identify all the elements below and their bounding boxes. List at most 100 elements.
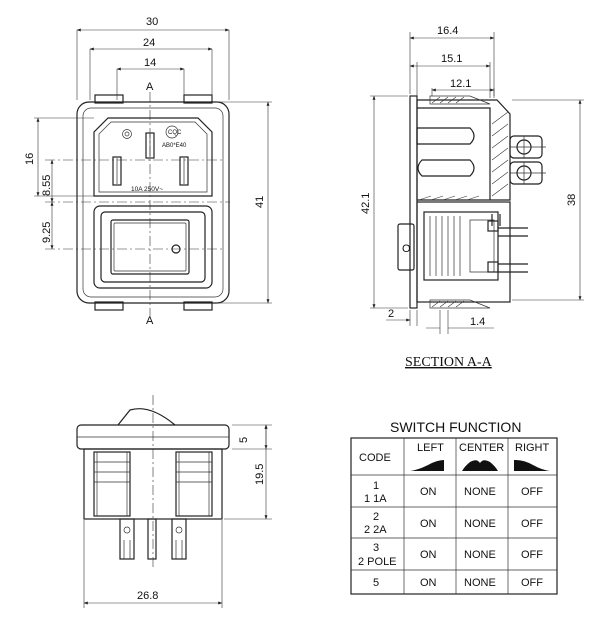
row2-center: NONE [464,518,496,530]
socket-wall-hatching [418,111,509,201]
dim-41-extension-lines [216,101,272,304]
top-left-clip [94,94,124,104]
dim-16-4-text: 16.4 [437,25,458,37]
body-slots [93,451,213,517]
dim-41-text: 41 [254,196,266,208]
row3-right: OFF [521,549,543,561]
dim-5-text: 5 [238,437,250,443]
row1-left: ON [420,486,437,498]
switch-bezel [93,205,213,289]
socket-rating-text: 10A 250V~ [131,186,163,193]
row4-right: OFF [521,577,543,589]
dim-26-8-extension-lines [83,520,223,608]
dim-30-text: 30 [146,16,158,28]
dim-30-extension-lines [76,30,230,100]
rocker-center-icon [462,460,498,471]
dim-14-text: 14 [144,57,156,69]
header-code: CODE [359,452,391,464]
table-row: 3 2 POLE ON NONE OFF [358,542,543,568]
rocker-button [110,219,190,275]
rocker-off-symbol: O [402,243,411,255]
dim-16-text: 16 [24,153,36,165]
terminal-legs [119,518,187,560]
bottom-view: 5 19.5 26.8 [76,395,272,608]
section-label: SECTION A-A [405,355,493,370]
cqc-mark-text: CQC [168,130,182,136]
header-center: CENTER [459,442,504,454]
cqc-mark: CQC [165,125,182,139]
line-pin-slot [112,156,122,186]
switch-function-table: SWITCH FUNCTION CODE LEFT CENTER RIGHT 1… [350,419,558,595]
side-section-view: O 16.4 15.1 12.1 42.1 38 [360,25,584,334]
dim-16-4-extension-lines [409,32,495,98]
switch-function-title: SWITCH FUNCTION [390,419,521,435]
table-column-lines [403,438,509,594]
row2-right: OFF [521,518,543,530]
row2-code-line2: 2 2A [364,524,387,536]
switch-mechanism [423,211,499,281]
front-housing-outline [76,101,230,304]
dim-38-extension-lines [512,99,584,301]
row2-left: ON [420,518,437,530]
dim-9-25-text: 9.25 [41,222,53,243]
row1-code-line2: 1 1A [364,493,387,505]
row3-center: NONE [464,549,496,561]
switch-terminals [498,227,528,273]
bottom-right-clip [183,301,213,311]
ccc-mark [122,129,132,139]
dim-15-1-text: 15.1 [441,53,462,65]
dim-16-extension-lines [34,117,94,197]
row1-center: NONE [464,486,496,498]
dim-38-text: 38 [566,194,578,206]
dim-24-text: 24 [143,37,155,49]
row4-left: ON [420,577,437,589]
section-mark-top: A [146,81,154,93]
switch-terminal-stubs [491,214,501,226]
dim-42-1-text: 42.1 [360,193,372,214]
dim-2-text: 2 [388,308,394,320]
dim-1-4-extension-lines [439,310,449,334]
table-row-lines [351,474,557,571]
dim-19-5-text: 19.5 [254,464,266,485]
neutral-pin-slot [179,156,189,186]
dim-24-extension-lines [89,49,213,100]
rocker-side [397,223,415,271]
rocker-right-icon [514,460,550,471]
dim-8-55-text: 8.55 [41,175,53,196]
iec-socket-inner-outline [98,121,208,193]
iec-socket-outline [93,117,213,197]
dim-14-extension-lines [116,69,185,100]
dim-12-1-text: 12.1 [450,78,471,90]
row4-center: NONE [464,577,496,589]
approval-code-text: AB0*E40 [162,143,187,149]
bottom-latch [429,299,491,309]
header-left: LEFT [417,442,444,454]
row2-code-line1: 2 [373,511,379,523]
table-row: 1 1 1A ON NONE OFF [364,480,543,505]
row3-code-line2: 2 POLE [358,556,397,568]
socket-pin-lower [417,159,475,177]
rocker-hump [117,408,176,426]
row1-code-line1: 1 [373,480,379,492]
socket-pin-upper [416,127,475,145]
socket-cavity [417,107,491,200]
row4-code: 5 [373,577,379,589]
row1-right: OFF [521,486,543,498]
dim-1-4-text: 1.4 [470,316,485,328]
table-row: 5 ON NONE OFF [373,577,543,589]
dim-2-extension-lines [409,310,418,326]
switch-frame [100,211,206,283]
row3-left: ON [420,549,437,561]
front-housing-inner-outline [82,107,224,298]
socket-body [416,99,511,201]
dim-15-1-extension-lines [416,62,491,98]
terminal-block-upper [487,220,499,232]
table-border [350,437,558,595]
bottom-left-clip [94,301,124,311]
dim-26-8-text: 26.8 [137,590,158,602]
rocker-left-icon [410,460,444,471]
front-view: CQC AB0*E40 10A 250V~ A A 30 24 14 16 [24,16,272,327]
dim-42-1-extension-lines [370,95,408,309]
top-latch [429,95,491,105]
terminal-block-lower [487,261,499,273]
